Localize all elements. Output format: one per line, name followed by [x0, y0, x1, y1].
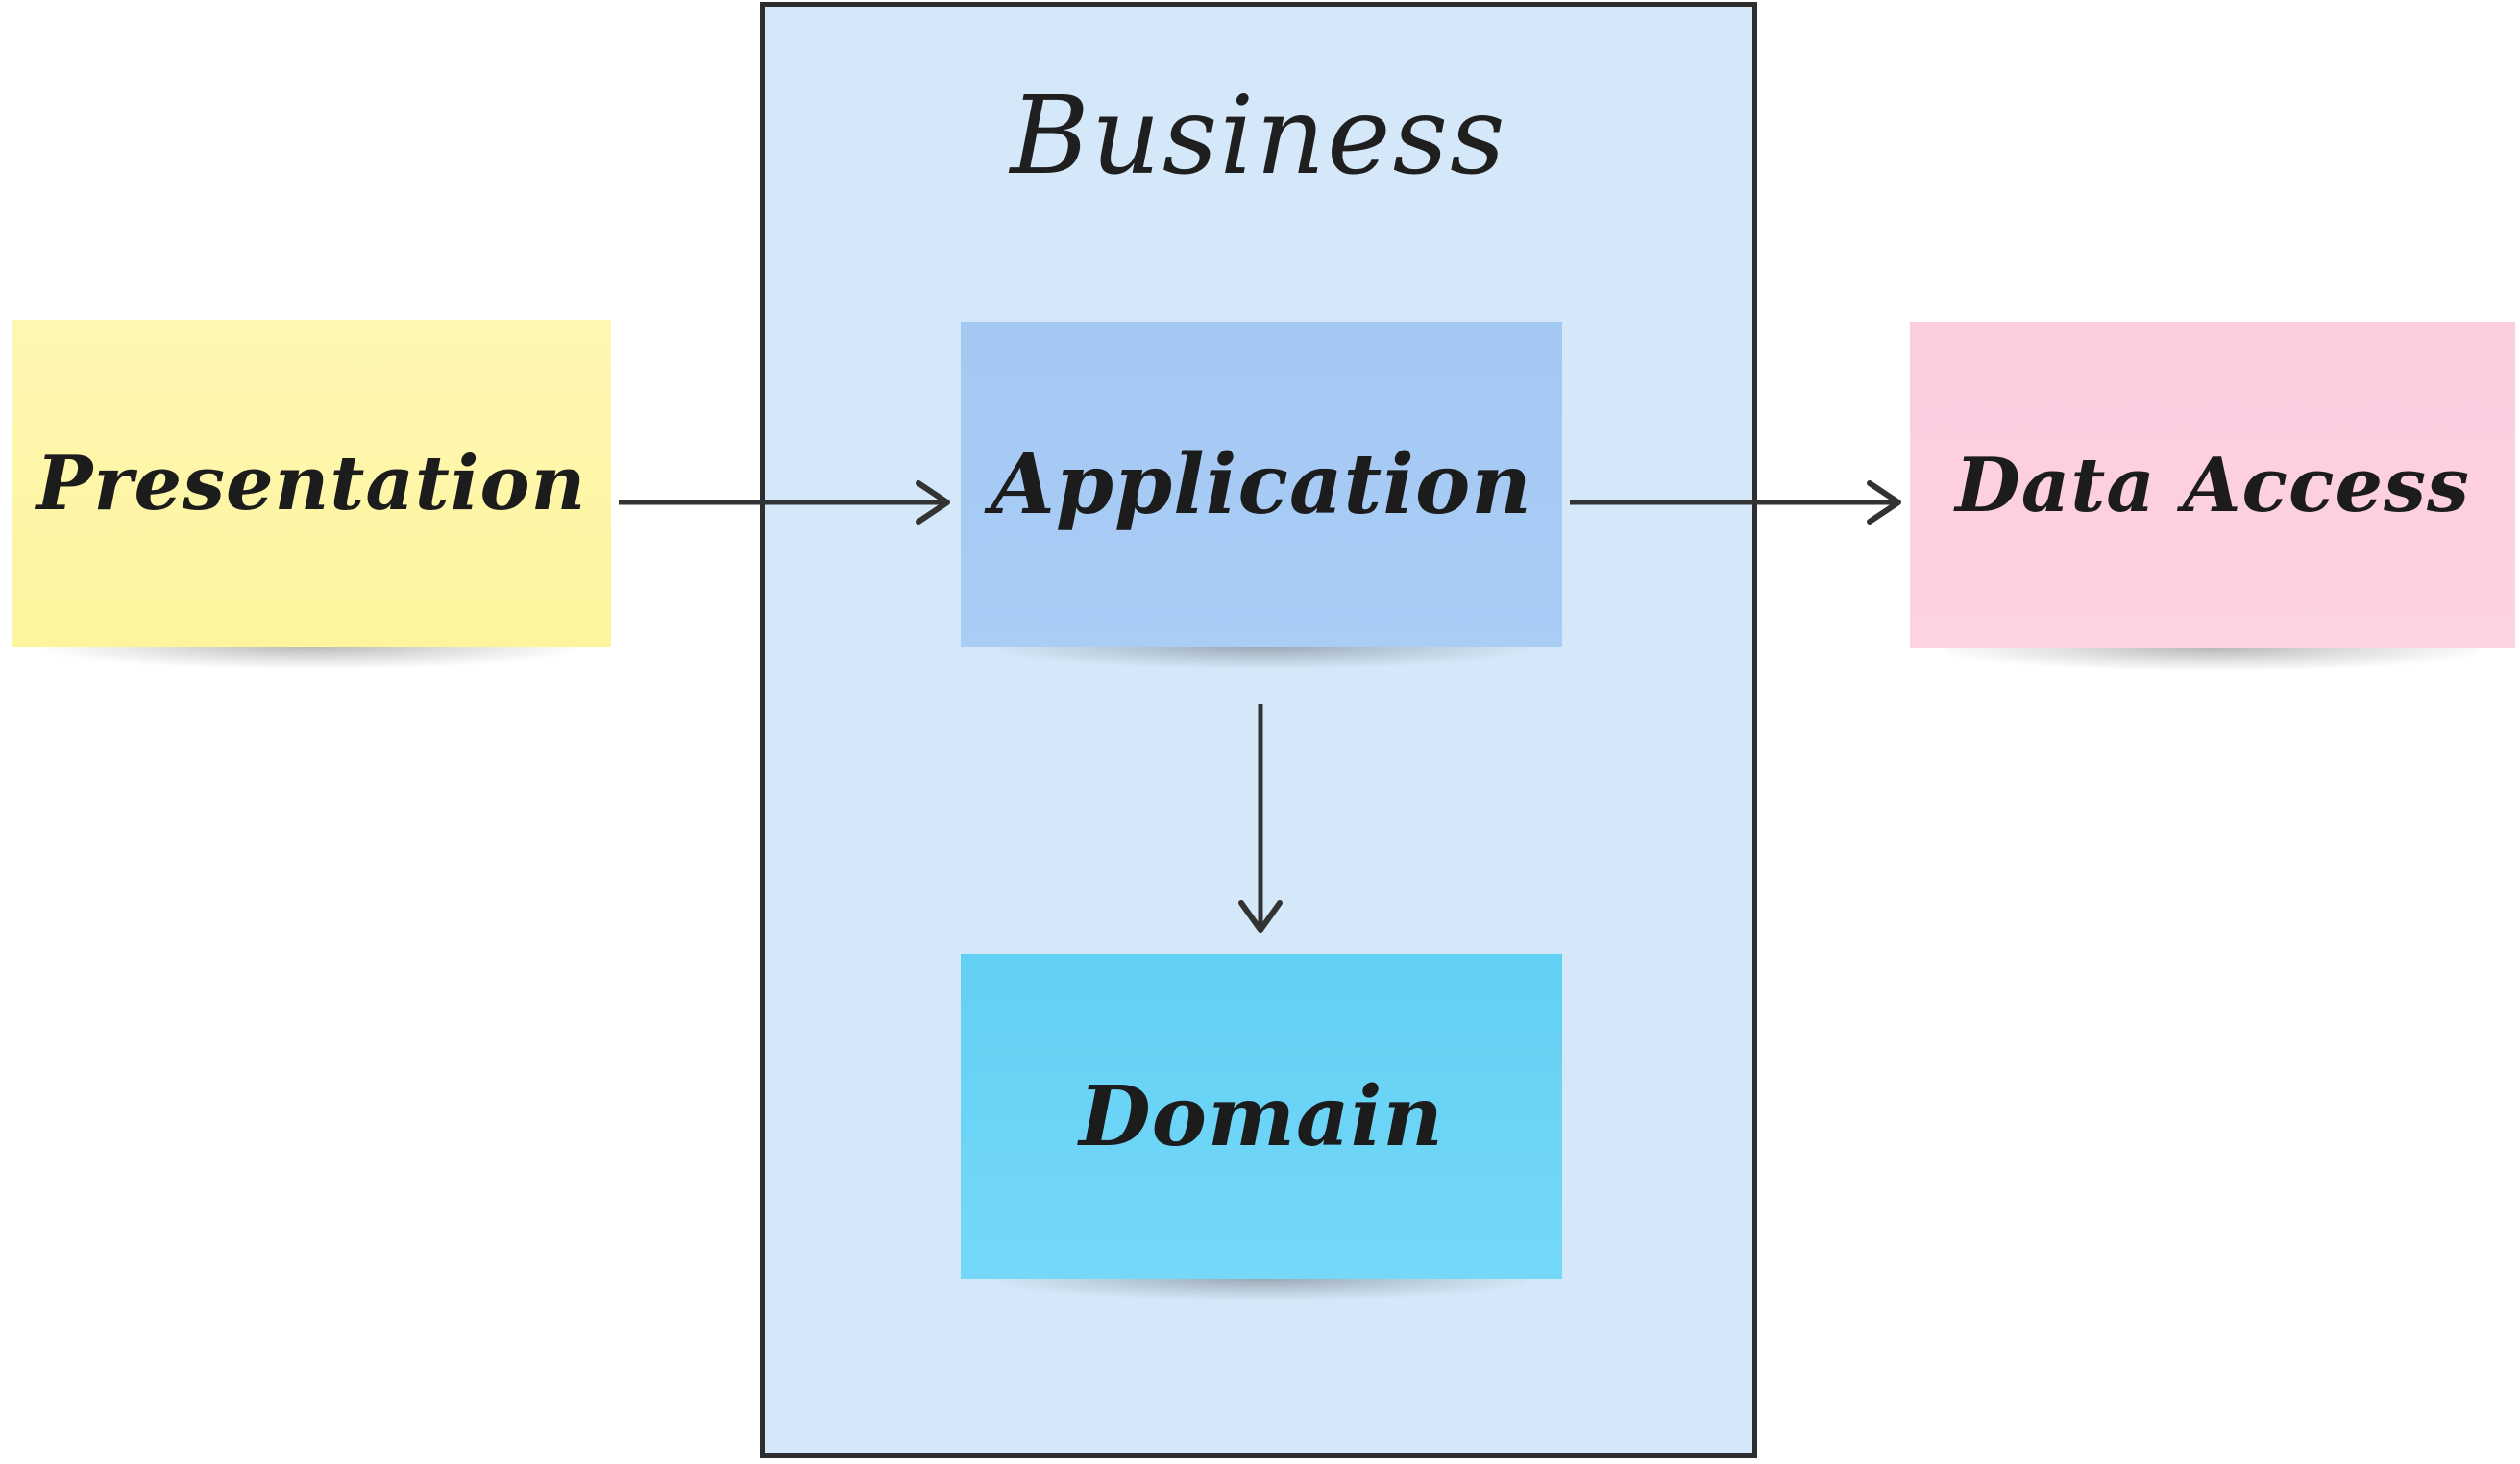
sticky-note-presentation[interactable]: Presentation [12, 320, 611, 668]
node-label-application: Application [991, 435, 1532, 533]
node-label-domain: Domain [1079, 1067, 1444, 1165]
sticky-note-domain[interactable]: Domain [961, 954, 1562, 1300]
sticky-note-application[interactable]: Application [961, 322, 1562, 668]
arrow-application-to-domain [1238, 704, 1283, 933]
sticky-note-data-access[interactable]: Data Access [1910, 322, 2515, 670]
arrow-application-to-data-access [1570, 480, 1901, 525]
arrow-presentation-to-application [619, 480, 950, 525]
business-title: Business [1010, 74, 1507, 199]
node-label-data-access: Data Access [1955, 441, 2470, 529]
node-label-presentation: Presentation [36, 439, 587, 527]
